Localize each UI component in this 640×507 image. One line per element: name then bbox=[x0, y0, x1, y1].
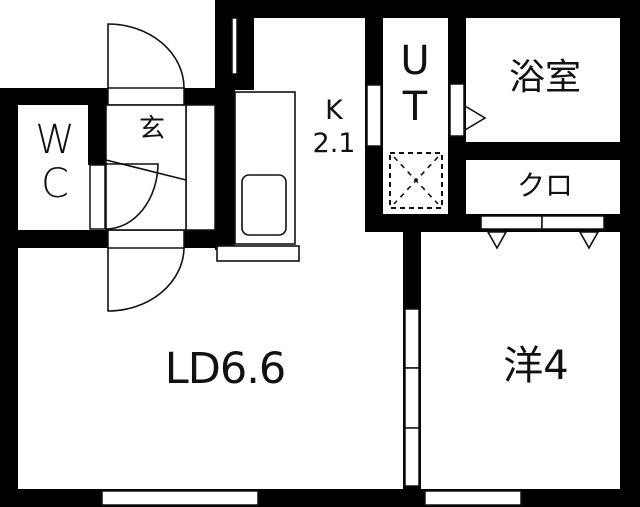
wall-bath-bottom bbox=[448, 142, 640, 160]
bath-door-marker bbox=[464, 105, 487, 131]
washing-machine-space bbox=[389, 152, 443, 209]
room-label-utility: U T bbox=[384, 38, 446, 130]
room-label-closet: クロ bbox=[516, 169, 573, 202]
wall-right bbox=[620, 0, 640, 507]
bath-door-opening bbox=[449, 83, 465, 137]
genkan-step bbox=[185, 104, 216, 231]
room-label-bath: 浴室 bbox=[508, 57, 581, 98]
wall-bottom bbox=[0, 489, 640, 507]
wall-wc-right bbox=[88, 88, 106, 165]
wc-door-swing bbox=[105, 163, 159, 230]
room-label-genkan: 玄 bbox=[138, 114, 165, 144]
wc-door-opening bbox=[89, 164, 106, 230]
ut-label-t: T bbox=[402, 84, 428, 130]
sliding-panel-1 bbox=[404, 308, 420, 369]
ld-window bbox=[101, 490, 259, 506]
kitchen-sink bbox=[241, 174, 287, 236]
ld-door-opening bbox=[107, 229, 185, 249]
openings bbox=[89, 17, 605, 506]
ut-label-u: U bbox=[400, 38, 430, 84]
entrance-door-swing bbox=[107, 23, 185, 89]
closet-door-left bbox=[480, 215, 543, 230]
kitchen-size: 2.1 bbox=[312, 128, 356, 159]
fixtures bbox=[105, 23, 600, 312]
wall-left bbox=[0, 88, 18, 507]
sliding-panel-2 bbox=[404, 367, 420, 429]
wc-label-w: W bbox=[35, 117, 75, 163]
room-label-living-dining: LD6.6 bbox=[164, 344, 286, 394]
room-label-kitchen: K 2.1 bbox=[296, 94, 372, 160]
ut-left-opening bbox=[366, 84, 382, 147]
closet-door-marker-right bbox=[578, 231, 600, 250]
room-label-wc: W C bbox=[22, 118, 88, 206]
wall-top bbox=[215, 0, 640, 18]
genkan-floor bbox=[105, 104, 187, 231]
wc-label-c: C bbox=[41, 161, 69, 207]
kitchen-slit-window bbox=[231, 17, 238, 75]
kitchen-counter bbox=[234, 91, 296, 245]
western-window bbox=[424, 490, 522, 506]
wall-kitchen-left bbox=[215, 0, 235, 250]
closet-door-right bbox=[541, 215, 605, 230]
ld-door-swing bbox=[107, 247, 185, 312]
kitchen-counter-base bbox=[216, 245, 300, 262]
room-label-western-room: 洋4 bbox=[503, 343, 569, 389]
entrance-door-opening bbox=[107, 87, 185, 106]
sliding-panel-3 bbox=[404, 427, 420, 487]
kitchen-label: K bbox=[325, 95, 343, 126]
closet-door-marker-left bbox=[486, 231, 508, 250]
